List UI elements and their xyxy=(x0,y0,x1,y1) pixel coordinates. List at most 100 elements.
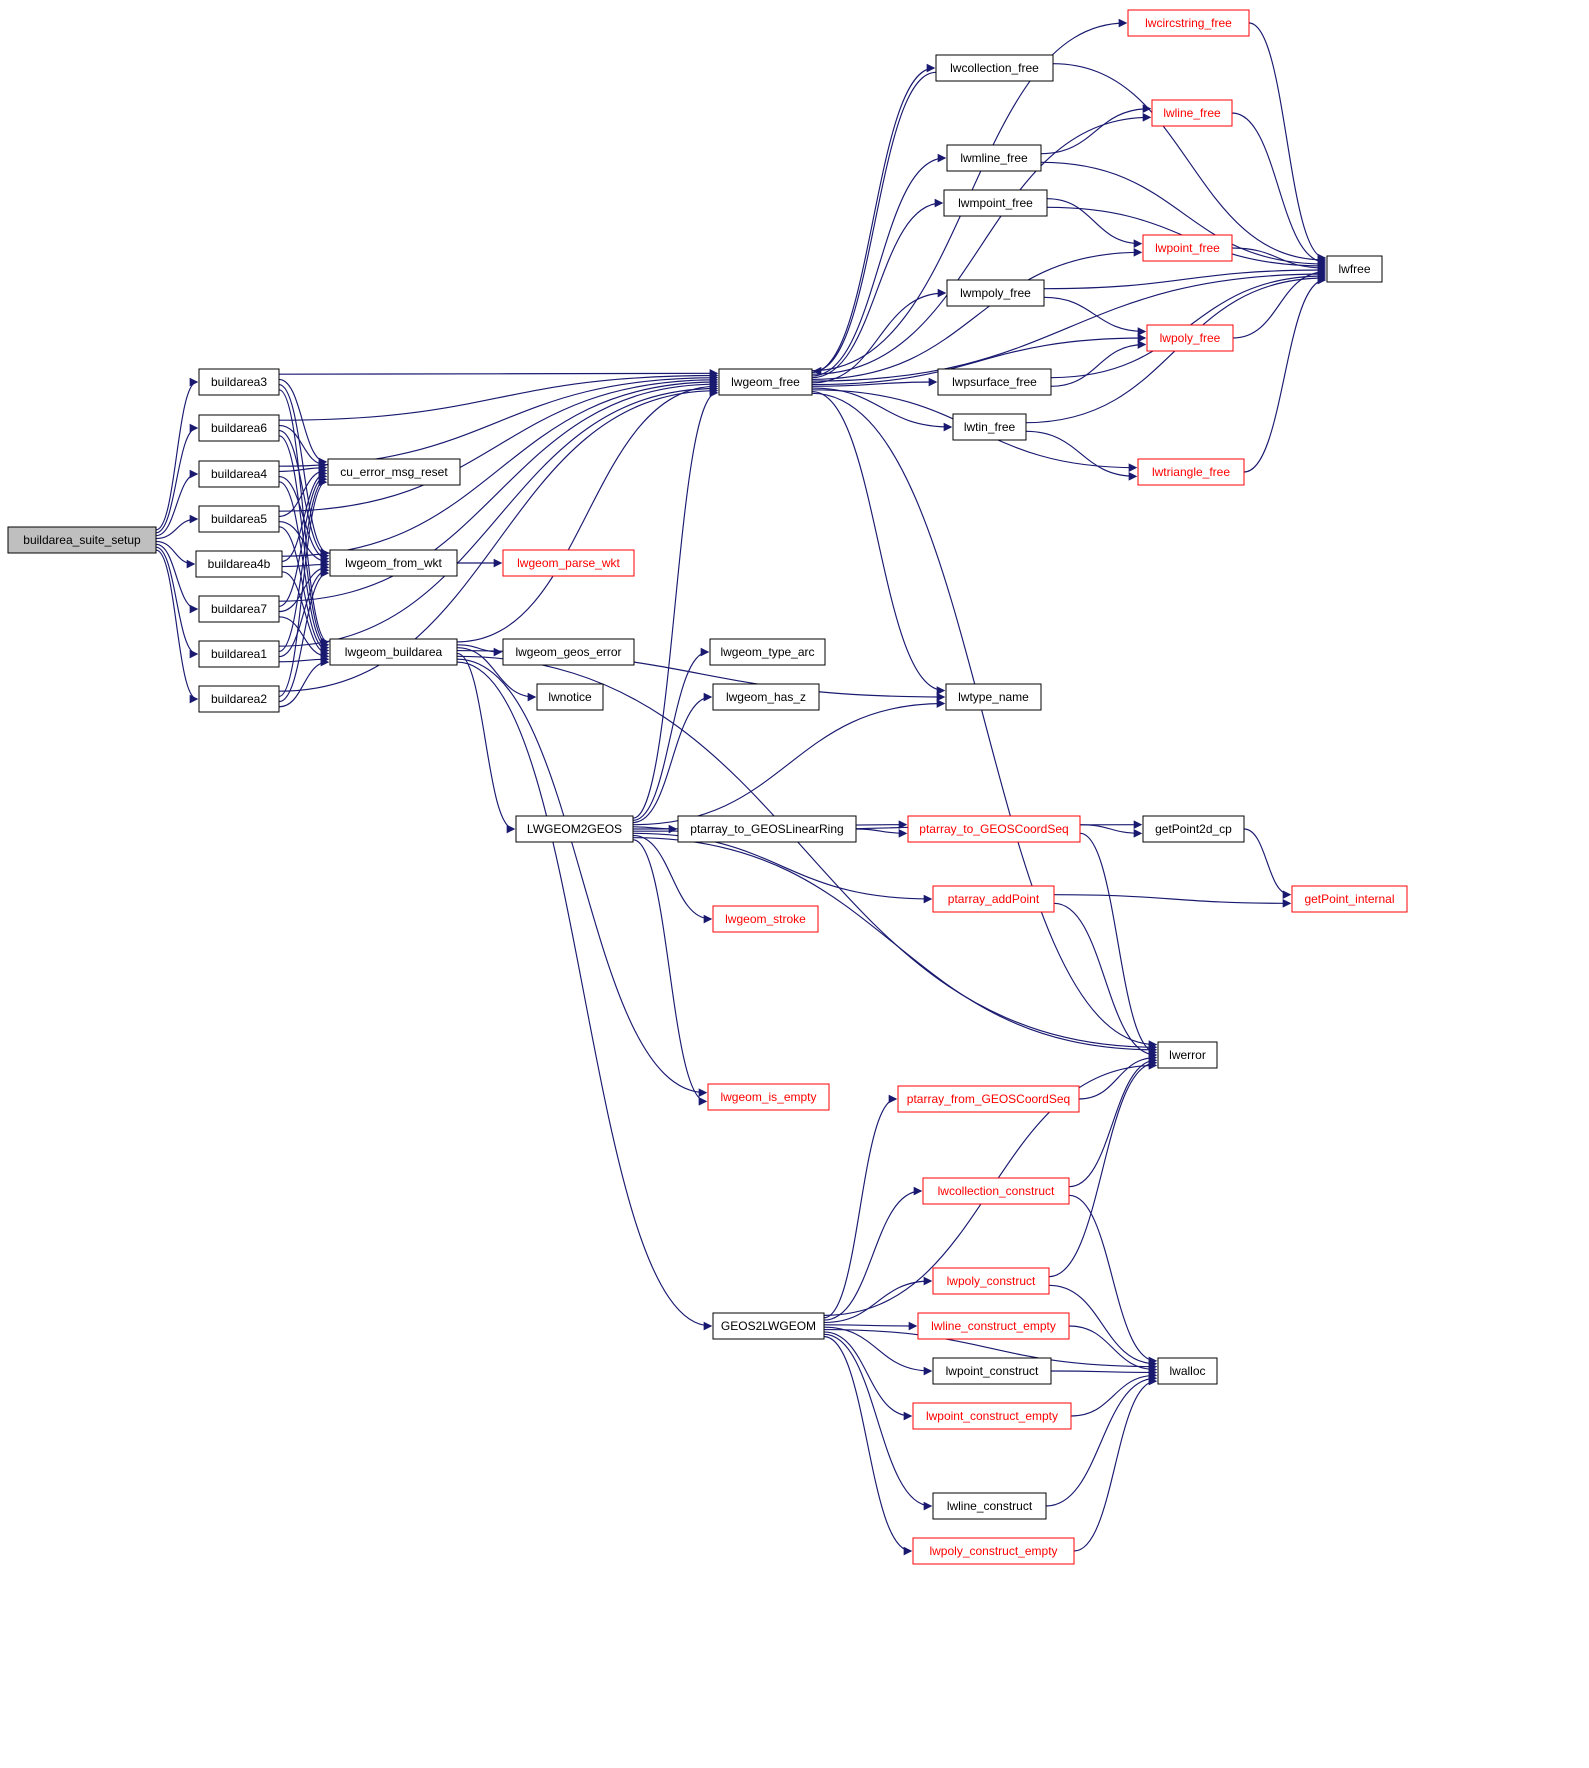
node-box-buildarea4b[interactable] xyxy=(195,550,283,578)
node-box-lwpoint_construct[interactable] xyxy=(932,1357,1052,1385)
node-lwgeom_has_z[interactable]: lwgeom_has_z xyxy=(712,683,820,711)
node-box-ptarray_to_GEOSCoordSeq[interactable] xyxy=(907,815,1081,843)
node-box-buildarea7[interactable] xyxy=(198,595,280,623)
node-box-getPoint_internal[interactable] xyxy=(1291,885,1408,913)
node-lwline_free[interactable]: lwline_free xyxy=(1151,99,1233,127)
node-lwmline_free[interactable]: lwmline_free xyxy=(946,144,1042,172)
node-buildarea4[interactable]: buildarea4 xyxy=(198,460,280,488)
node-lwpoint_construct[interactable]: lwpoint_construct xyxy=(932,1357,1052,1385)
node-box-getPoint2d_cp[interactable] xyxy=(1142,815,1245,843)
node-box-cu_error_msg_reset[interactable] xyxy=(327,458,461,486)
node-buildarea1[interactable]: buildarea1 xyxy=(198,640,280,668)
node-box-lwgeom_geos_error[interactable] xyxy=(502,638,635,666)
node-box-lwpoint_construct_empty[interactable] xyxy=(912,1402,1072,1430)
node-lwgeom_parse_wkt[interactable]: lwgeom_parse_wkt xyxy=(502,549,635,577)
node-lwpoint_construct_empty[interactable]: lwpoint_construct_empty xyxy=(912,1402,1072,1430)
node-box-buildarea2[interactable] xyxy=(198,685,280,713)
node-lwcircstring_free[interactable]: lwcircstring_free xyxy=(1127,9,1250,37)
node-lwcollection_construct[interactable]: lwcollection_construct xyxy=(922,1177,1070,1205)
node-buildarea3[interactable]: buildarea3 xyxy=(198,368,280,396)
node-box-buildarea1[interactable] xyxy=(198,640,280,668)
node-buildarea_suite_setup[interactable]: buildarea_suite_setup xyxy=(7,526,157,554)
node-box-lwcollection_construct[interactable] xyxy=(922,1177,1070,1205)
node-buildarea7[interactable]: buildarea7 xyxy=(198,595,280,623)
node-lwpoly_construct[interactable]: lwpoly_construct xyxy=(932,1267,1050,1295)
node-getPoint_internal[interactable]: getPoint_internal xyxy=(1291,885,1408,913)
node-box-lwpoly_free[interactable] xyxy=(1146,324,1234,352)
node-lwgeom_free[interactable]: lwgeom_free xyxy=(718,368,813,396)
node-box-buildarea4[interactable] xyxy=(198,460,280,488)
node-box-lwgeom_parse_wkt[interactable] xyxy=(502,549,635,577)
node-box-lwgeom_type_arc[interactable] xyxy=(709,638,826,666)
node-lwcollection_free[interactable]: lwcollection_free xyxy=(935,54,1054,82)
node-box-lwgeom_buildarea[interactable] xyxy=(329,638,458,666)
node-getPoint2d_cp[interactable]: getPoint2d_cp xyxy=(1142,815,1245,843)
node-buildarea5[interactable]: buildarea5 xyxy=(198,505,280,533)
node-box-lwpoly_construct_empty[interactable] xyxy=(912,1537,1075,1565)
node-ptarray_to_GEOSCoordSeq[interactable]: ptarray_to_GEOSCoordSeq xyxy=(907,815,1081,843)
node-box-lwgeom_is_empty[interactable] xyxy=(707,1083,830,1111)
node-lwnotice[interactable]: lwnotice xyxy=(536,683,604,711)
node-lwgeom_stroke[interactable]: lwgeom_stroke xyxy=(712,905,819,933)
node-buildarea4b[interactable]: buildarea4b xyxy=(195,550,283,578)
node-ptarray_from_GEOSCoordSeq[interactable]: ptarray_from_GEOSCoordSeq xyxy=(897,1085,1080,1113)
node-box-lwgeom_from_wkt[interactable] xyxy=(329,549,458,577)
node-box-LWGEOM2GEOS[interactable] xyxy=(515,815,634,843)
node-lwfree[interactable]: lwfree xyxy=(1326,255,1383,283)
node-box-lwerror[interactable] xyxy=(1157,1041,1218,1069)
node-box-lwgeom_stroke[interactable] xyxy=(712,905,819,933)
node-box-lwtype_name[interactable] xyxy=(945,683,1042,711)
node-lwline_construct[interactable]: lwline_construct xyxy=(932,1492,1047,1520)
node-lwgeom_geos_error[interactable]: lwgeom_geos_error xyxy=(502,638,635,666)
node-box-ptarray_to_GEOSLinearRing[interactable] xyxy=(677,815,857,843)
node-box-lwcollection_free[interactable] xyxy=(935,54,1054,82)
node-lwmpoint_free[interactable]: lwmpoint_free xyxy=(943,189,1048,217)
node-lwtriangle_free[interactable]: lwtriangle_free xyxy=(1137,458,1245,486)
node-box-lwline_construct_empty[interactable] xyxy=(917,1312,1070,1340)
node-lwerror[interactable]: lwerror xyxy=(1157,1041,1218,1069)
node-lwtype_name[interactable]: lwtype_name xyxy=(945,683,1042,711)
node-lwpsurface_free[interactable]: lwpsurface_free xyxy=(937,368,1052,396)
node-box-lwcircstring_free[interactable] xyxy=(1127,9,1250,37)
node-lwgeom_type_arc[interactable]: lwgeom_type_arc xyxy=(709,638,826,666)
node-buildarea6[interactable]: buildarea6 xyxy=(198,414,280,442)
node-box-GEOS2LWGEOM[interactable] xyxy=(712,1312,825,1340)
node-lwgeom_is_empty[interactable]: lwgeom_is_empty xyxy=(707,1083,830,1111)
node-box-lwmpoint_free[interactable] xyxy=(943,189,1048,217)
node-lwgeom_buildarea[interactable]: lwgeom_buildarea xyxy=(329,638,458,666)
node-box-lwline_construct[interactable] xyxy=(932,1492,1047,1520)
node-box-lwmpoly_free[interactable] xyxy=(946,279,1045,307)
node-ptarray_to_GEOSLinearRing[interactable]: ptarray_to_GEOSLinearRing xyxy=(677,815,857,843)
node-box-lwtin_free[interactable] xyxy=(952,413,1027,441)
node-lwmpoly_free[interactable]: lwmpoly_free xyxy=(946,279,1045,307)
node-lwgeom_from_wkt[interactable]: lwgeom_from_wkt xyxy=(329,549,458,577)
node-lwline_construct_empty[interactable]: lwline_construct_empty xyxy=(917,1312,1070,1340)
node-lwalloc[interactable]: lwalloc xyxy=(1157,1357,1218,1385)
node-box-lwgeom_free[interactable] xyxy=(718,368,813,396)
node-box-lwtriangle_free[interactable] xyxy=(1137,458,1245,486)
node-lwpoly_free[interactable]: lwpoly_free xyxy=(1146,324,1234,352)
node-box-ptarray_addPoint[interactable] xyxy=(932,885,1055,913)
node-box-buildarea5[interactable] xyxy=(198,505,280,533)
node-box-lwpsurface_free[interactable] xyxy=(937,368,1052,396)
node-GEOS2LWGEOM[interactable]: GEOS2LWGEOM xyxy=(712,1312,825,1340)
node-box-lwmline_free[interactable] xyxy=(946,144,1042,172)
node-box-lwpoint_free[interactable] xyxy=(1142,234,1233,262)
node-box-buildarea_suite_setup[interactable] xyxy=(7,526,157,554)
node-box-lwfree[interactable] xyxy=(1326,255,1383,283)
node-box-buildarea6[interactable] xyxy=(198,414,280,442)
node-box-lwpoly_construct[interactable] xyxy=(932,1267,1050,1295)
node-box-lwalloc[interactable] xyxy=(1157,1357,1218,1385)
node-box-lwgeom_has_z[interactable] xyxy=(712,683,820,711)
node-box-ptarray_from_GEOSCoordSeq[interactable] xyxy=(897,1085,1080,1113)
node-box-lwline_free[interactable] xyxy=(1151,99,1233,127)
node-box-lwnotice[interactable] xyxy=(536,683,604,711)
node-LWGEOM2GEOS[interactable]: LWGEOM2GEOS xyxy=(515,815,634,843)
node-lwpoly_construct_empty[interactable]: lwpoly_construct_empty xyxy=(912,1537,1075,1565)
node-box-buildarea3[interactable] xyxy=(198,368,280,396)
node-lwpoint_free[interactable]: lwpoint_free xyxy=(1142,234,1233,262)
node-ptarray_addPoint[interactable]: ptarray_addPoint xyxy=(932,885,1055,913)
node-buildarea2[interactable]: buildarea2 xyxy=(198,685,280,713)
node-lwtin_free[interactable]: lwtin_free xyxy=(952,413,1027,441)
node-cu_error_msg_reset[interactable]: cu_error_msg_reset xyxy=(327,458,461,486)
